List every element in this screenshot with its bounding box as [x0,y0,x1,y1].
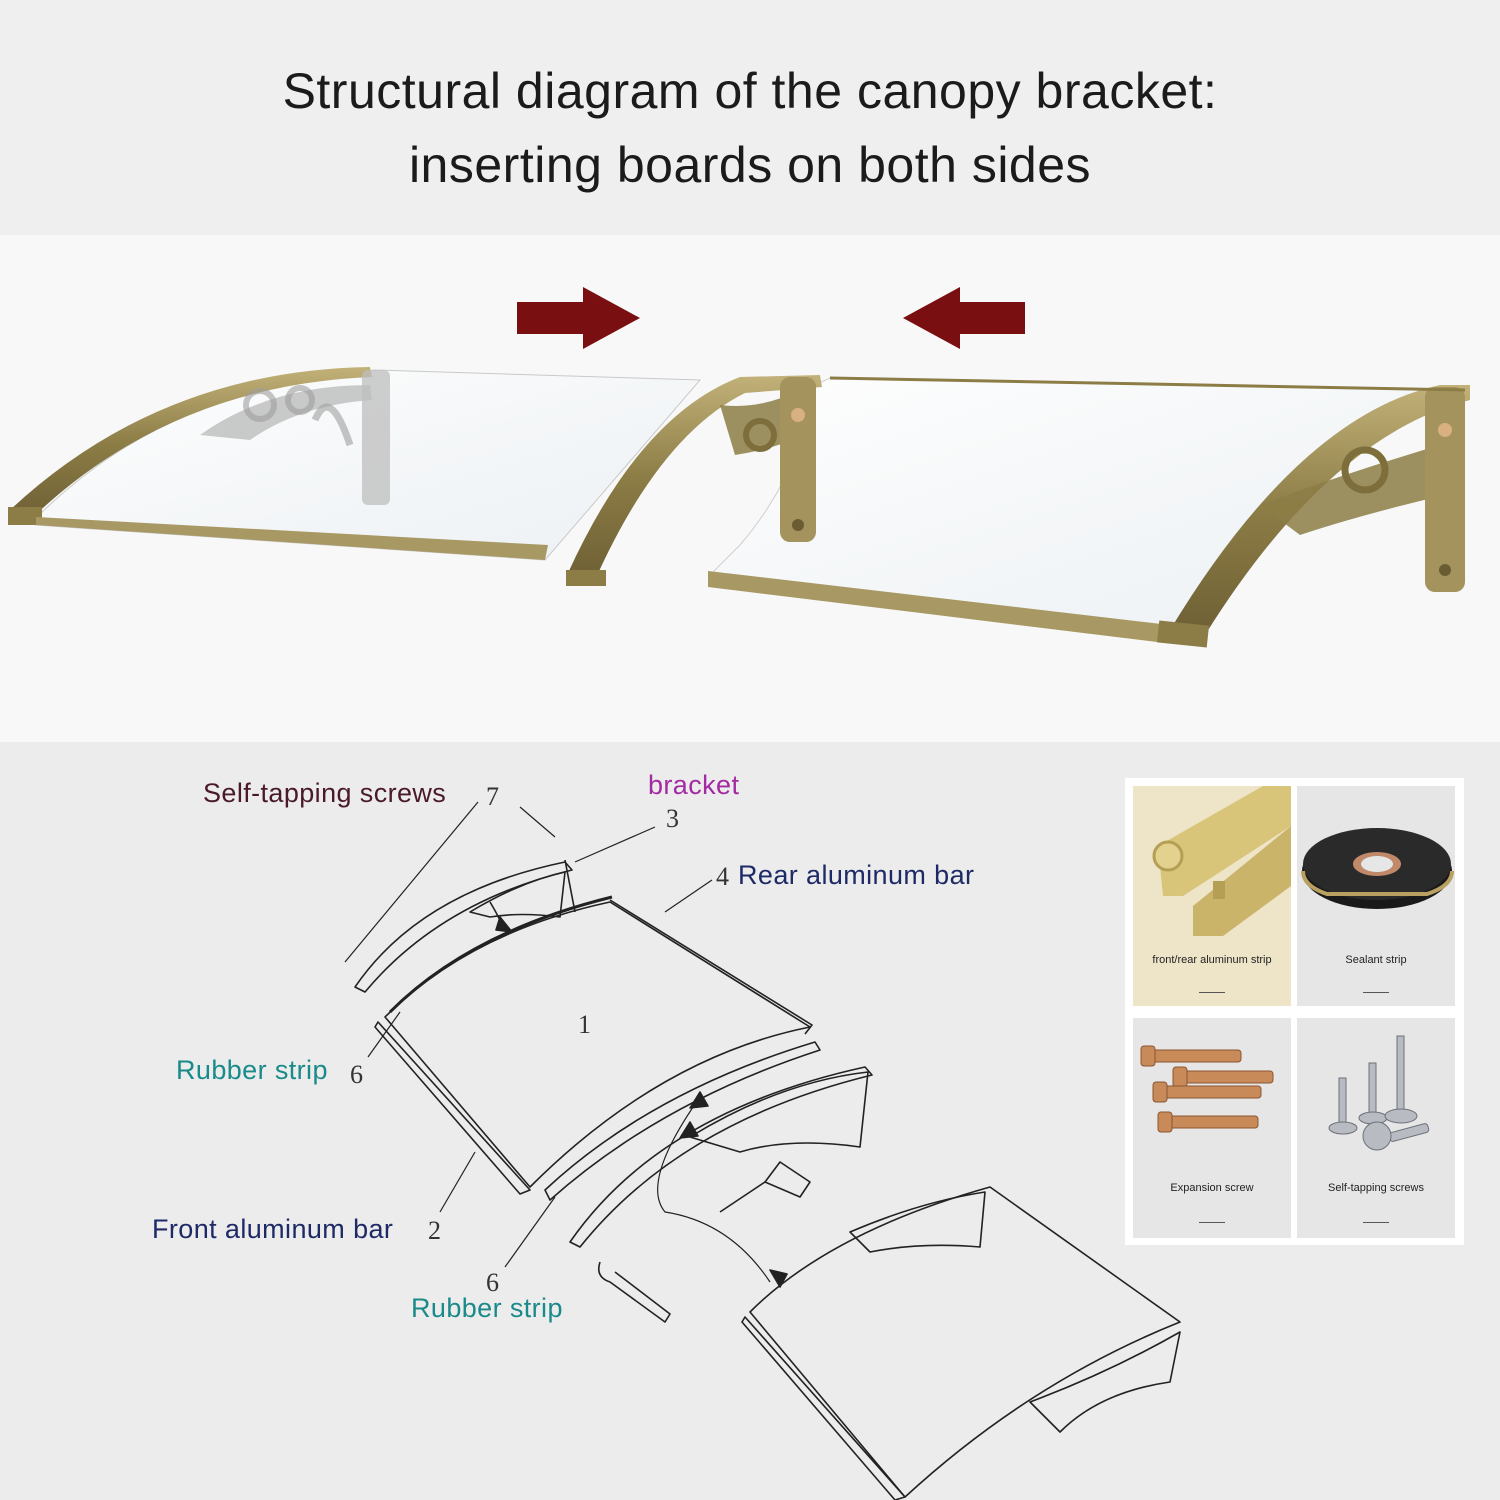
canopy-left [8,367,702,561]
label-front-aluminum-bar: Front aluminum bar [152,1214,394,1244]
canopy-right [566,375,1470,648]
part-card-sealant-strip: Sealant strip [1297,786,1455,1006]
canopy-photo-illustration [8,287,1470,648]
exploded-bracket-top [354,859,576,993]
canopy-photo-section [0,235,1500,742]
title-section: Structural diagram of the canopy bracket… [0,0,1500,235]
part-label-sealant-strip: Sealant strip [1345,954,1407,966]
leader-lines [344,801,771,1283]
expansion-screw-icon [1140,1045,1274,1133]
exploded-screw [597,1261,671,1323]
part-divider [1363,992,1389,993]
number-6-lower: 6 [486,1268,499,1297]
number-4: 4 [716,862,729,891]
part-label-aluminum-strip: front/rear aluminum strip [1152,954,1272,966]
label-bracket: bracket [648,770,740,800]
arrow-left-icon [903,287,1025,349]
label-rubber-strip-upper: Rubber strip [176,1055,328,1085]
arrow-right-icon [517,287,640,349]
number-2: 2 [428,1216,441,1245]
label-self-tapping-screws: Self-tapping screws [203,778,447,808]
part-card-aluminum-strip: front/rear aluminum strip [1133,786,1291,1006]
number-6-upper: 6 [350,1060,363,1089]
sealant-roll-icon [1301,828,1454,909]
label-rubber-strip-lower: Rubber strip [411,1293,563,1323]
exploded-assembled-canopy [741,1186,1181,1500]
part-card-self-tapping-screws: Self-tapping screws [1297,1018,1455,1238]
exploded-panel [374,895,813,1195]
label-rear-aluminum-bar: Rear aluminum bar [738,860,975,890]
aluminum-strip-icon [1152,786,1291,936]
part-label-self-tapping-screws: Self-tapping screws [1328,1182,1424,1194]
title-line-2: inserting boards on both sides [408,137,1092,193]
assembly-arrows [495,916,788,1288]
parts-panel: front/rear aluminum strip Sealant strip [1125,778,1464,1245]
title-line-1: Structural diagram of the canopy bracket… [282,63,1218,119]
number-7: 7 [486,782,499,811]
exploded-rubber-strip [544,1041,821,1201]
part-card-expansion-screw: Expansion screw [1133,1018,1291,1238]
self-tapping-screw-icon [1328,1035,1430,1151]
exploded-canopy-drawing [344,801,1181,1500]
part-divider [1363,1222,1389,1223]
number-3: 3 [666,804,679,833]
exploded-bracket-middle [569,1066,873,1248]
number-1: 1 [578,1010,591,1039]
part-divider [1199,1222,1225,1223]
part-label-expansion-screw: Expansion screw [1170,1182,1254,1194]
part-divider [1199,992,1225,993]
